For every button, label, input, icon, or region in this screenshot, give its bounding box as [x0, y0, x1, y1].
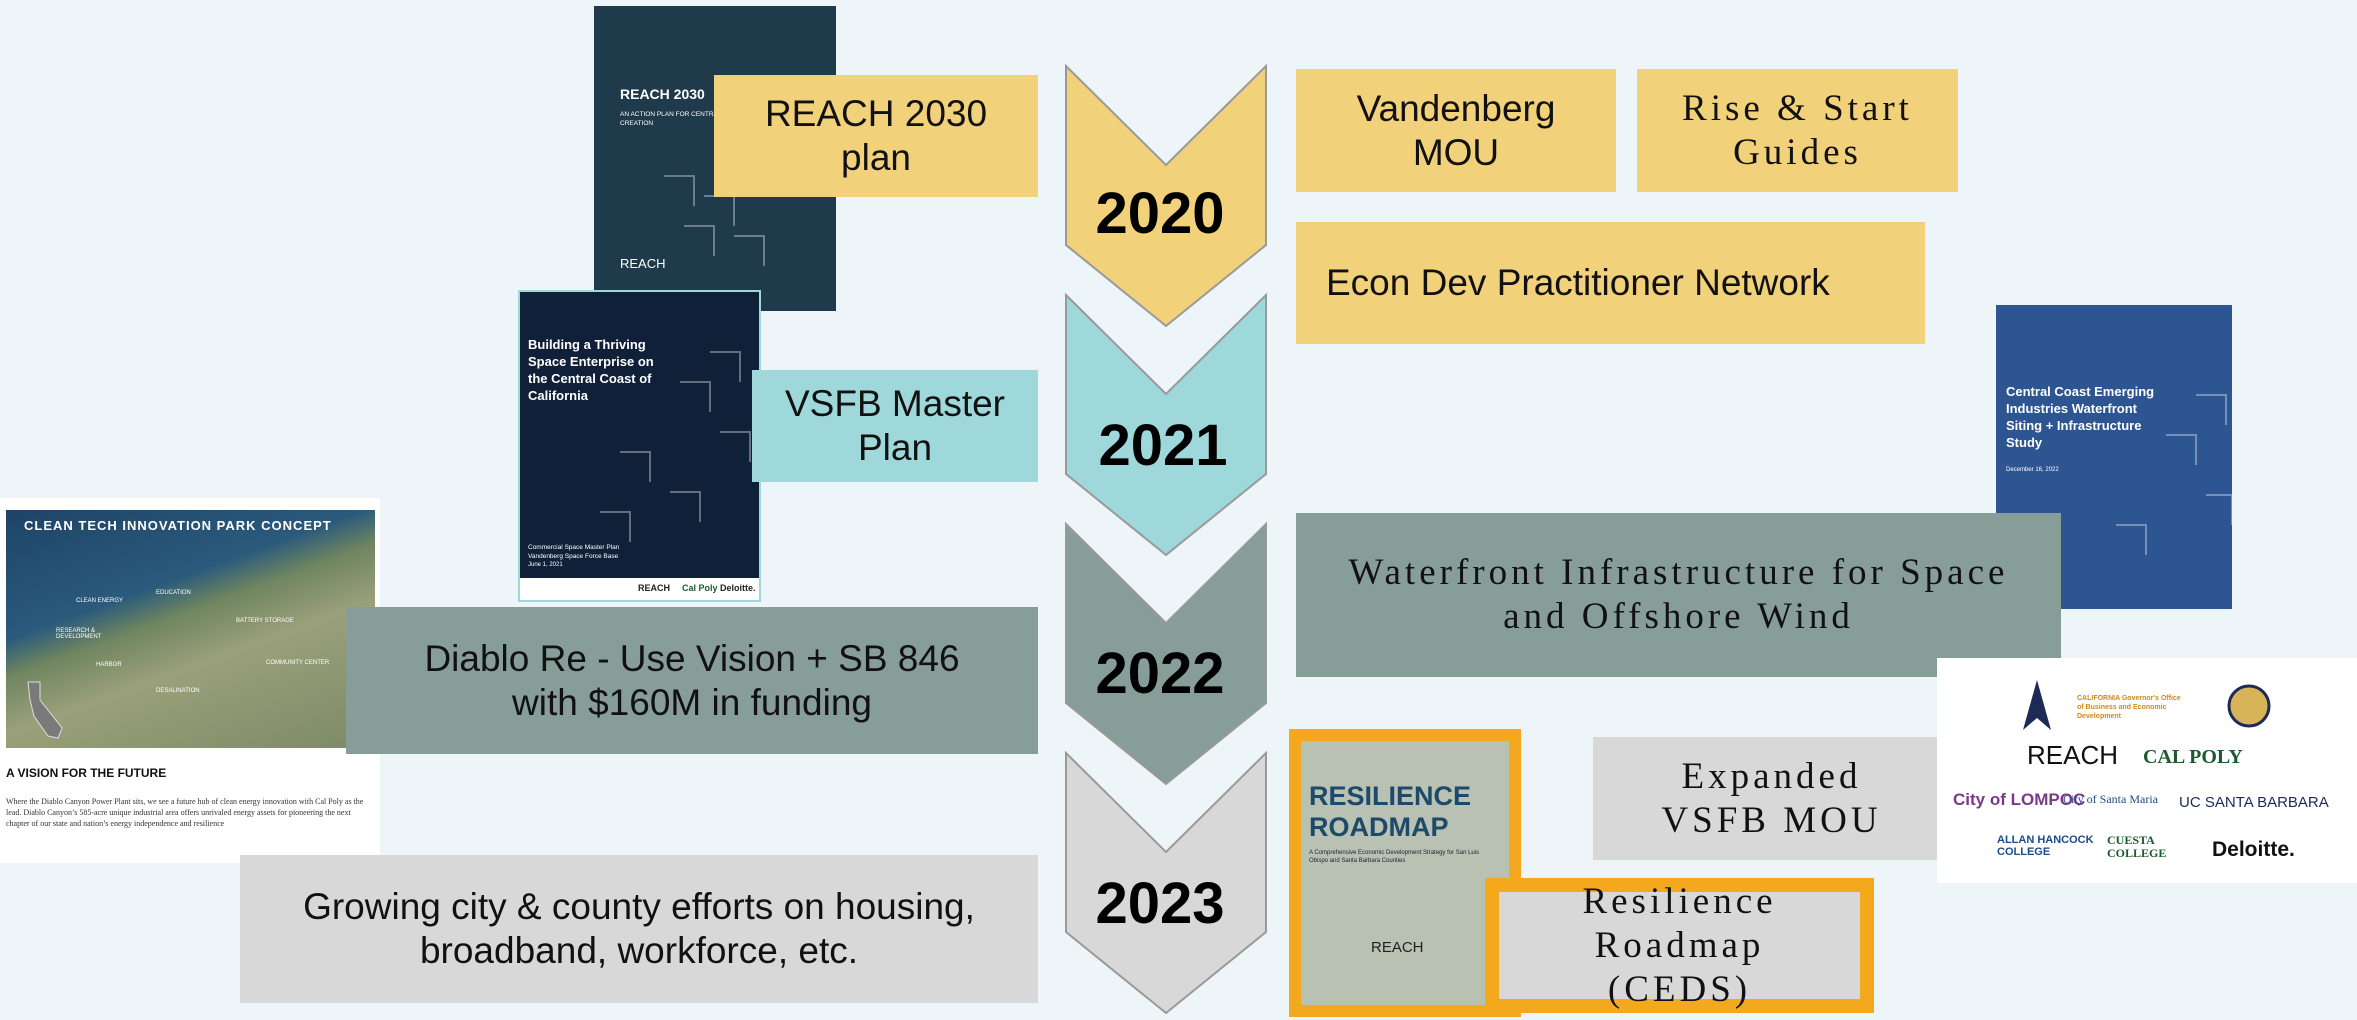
box-vandenberg-mou: Vandenberg MOU	[1296, 69, 1616, 192]
box-waterfront-infrastructure: Waterfront Infrastructure for Space and …	[1296, 513, 2061, 677]
year-2020: 2020	[1095, 181, 1225, 246]
space-cover-logo-calpoly: Cal Poly	[682, 583, 718, 593]
resilience-roadmap-cover: RESILIENCE ROADMAP A Comprehensive Econo…	[1289, 729, 1521, 1017]
box-rise-start-guides: Rise & Start Guides	[1637, 69, 1958, 192]
space-cover-title: Building a Thriving Space Enterprise on …	[528, 337, 654, 403]
box-econ-dev-network: Econ Dev Practitioner Network	[1296, 222, 1925, 344]
clean-tech-heading: A VISION FOR THE FUTURE	[6, 766, 167, 780]
resilience-cover-subtitle: A Comprehensive Economic Development Str…	[1309, 850, 1480, 864]
clean-tech-map: CLEAN TECH INNOVATION PARK CONCEPT CLEAN…	[6, 510, 375, 748]
space-cover-foot3: June 1, 2021	[528, 562, 563, 568]
timeline-chevrons	[1065, 63, 1267, 1015]
logo-lompoc: City of LOMPOC	[1953, 790, 2086, 809]
map-label-desalination: DESALINATION	[156, 688, 200, 694]
resilience-cover-title: RESILIENCE ROADMAP	[1309, 781, 1472, 842]
space-cover-foot1: Commercial Space Master Plan	[528, 544, 620, 551]
map-label-education: EDUCATION	[156, 590, 191, 596]
partner-logos-panel: CALIFORNIA Governor's Office of Business…	[1937, 658, 2357, 883]
clean-tech-body: Where the Diablo Canyon Power Plant sits…	[6, 797, 364, 828]
clean-tech-flyer: CLEAN TECH INNOVATION PARK CONCEPT CLEAN…	[0, 498, 380, 863]
reach-2030-cover-subtitle: AN ACTION PLAN FOR CENTRAL COAST JOB CRE…	[620, 111, 760, 127]
reach-2030-cover-brand: REACH	[620, 256, 666, 271]
box-diablo-reuse: Diablo Re - Use Vision + SB 846 with $16…	[346, 607, 1038, 754]
waterfront-cover-date: December 16, 2022	[2006, 467, 2059, 473]
logo-reach: REACH	[2027, 740, 2119, 770]
space-cover-logo-reach: REACH	[638, 583, 671, 593]
chevron-2021	[1065, 292, 1267, 557]
box-vsfb-master-plan: VSFB Master Plan	[752, 370, 1038, 482]
clean-tech-map-title: CLEAN TECH INNOVATION PARK CONCEPT	[24, 518, 332, 533]
space-cover-logo-deloitte: Deloitte.	[720, 583, 756, 593]
box-reach-2030-plan: REACH 2030 plan	[714, 75, 1038, 197]
waterfront-cover-title: Central Coast Emerging Industries Waterf…	[2006, 384, 2155, 450]
chevron-2023	[1065, 750, 1267, 1015]
chevron-pattern-icon	[2116, 394, 2232, 555]
space-force-delta-icon	[2023, 680, 2051, 730]
year-2022: 2022	[1095, 641, 1225, 706]
box-resilience-roadmap-ceds: Resilience Roadmap (CEDS)	[1485, 878, 1874, 1013]
resilience-cover-brand: REACH	[1371, 939, 1424, 956]
logo-cuesta: CUESTA COLLEGE	[2107, 833, 2167, 860]
chevron-2020	[1065, 63, 1267, 328]
map-label-harbor: HARBOR	[96, 662, 122, 668]
box-expanded-vsfb-mou: Expanded VSFB MOU	[1593, 737, 1950, 860]
logo-ucsb: UC SANTA BARBARA	[2179, 794, 2329, 811]
logo-cal-poly: CAL POLY	[2143, 746, 2243, 768]
space-enterprise-cover: Building a Thriving Space Enterprise on …	[518, 290, 761, 602]
logo-deloitte: Deloitte.	[2212, 838, 2295, 861]
map-label-battery: BATTERY STORAGE	[236, 618, 294, 624]
map-label-clean-energy: CLEAN ENERGY	[76, 598, 124, 604]
year-2023: 2023	[1095, 871, 1225, 936]
chevron-2022	[1065, 521, 1267, 786]
box-growing-efforts: Growing city & county efforts on housing…	[240, 855, 1038, 1003]
chevron-pattern-icon	[600, 351, 751, 542]
space-cover-foot2: Vandenberg Space Force Base	[528, 553, 619, 560]
map-label-community: COMMUNITY CENTER	[266, 660, 330, 666]
space-cover-logo-strip: REACH Cal Poly Deloitte.	[520, 578, 759, 600]
year-2021: 2021	[1098, 413, 1228, 478]
resilience-cover-inner: RESILIENCE ROADMAP A Comprehensive Econo…	[1301, 741, 1509, 1005]
logo-santa-maria: City of Santa Maria	[2063, 792, 2158, 806]
california-outline-icon	[27, 681, 63, 739]
map-label-rd: RESEARCH & DEVELOPMENT	[56, 628, 102, 640]
reach-2030-cover-title: REACH 2030	[620, 86, 705, 102]
logo-allan-hancock: ALLAN HANCOCK COLLEGE	[1997, 834, 2094, 858]
logo-go-biz: CALIFORNIA Governor's Office of Business…	[2077, 695, 2181, 720]
county-seal-icon	[2227, 684, 2271, 728]
